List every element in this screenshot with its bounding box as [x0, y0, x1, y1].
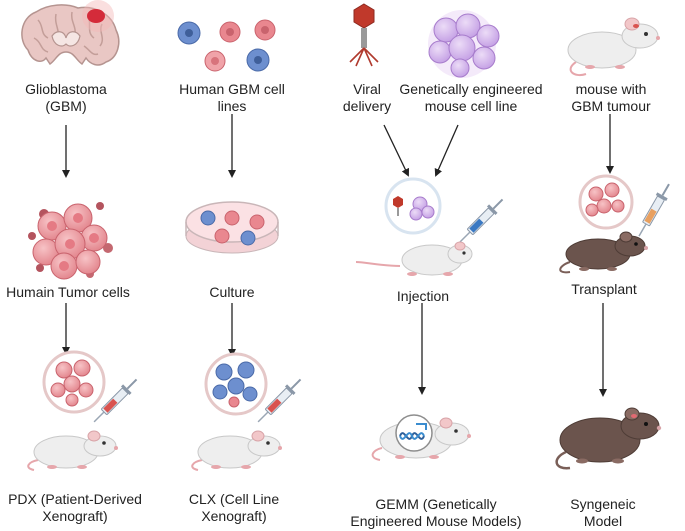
tumor-cells-icon	[28, 202, 113, 280]
syringe-icon	[459, 198, 504, 243]
arrow-engineered-to-injection	[434, 124, 459, 177]
source-label-mouse-tumour: mouse with GBM tumour	[556, 81, 666, 115]
white-mouse-icon	[355, 241, 473, 276]
middle-label-transplant: Transplant	[571, 281, 637, 297]
result-label-pdx: PDX (Patient-Derived Xenograft)	[0, 491, 150, 525]
source-label-cell-lines: Human GBM cell lines	[170, 81, 294, 115]
result-line: CLX (Cell Line	[188, 491, 280, 507]
petri-dish-icon	[185, 201, 279, 254]
virus-icon	[349, 3, 379, 67]
result-label-gemm: GEMM (Genetically Engineered Mouse Model…	[346, 496, 526, 530]
source-label-gbm: Glioblastoma (GBM)	[6, 81, 126, 115]
result-line: GEMM (Genetically	[375, 496, 497, 512]
middle-label-injection: Injection	[396, 288, 450, 304]
source-line: (GBM)	[45, 98, 87, 114]
white-mouse-icon	[567, 17, 660, 76]
middle-label-culture: Culture	[209, 284, 255, 300]
dna-icon	[395, 414, 433, 452]
result-line: Syngeneic	[570, 496, 636, 512]
result-line: Engineered Mouse Models)	[350, 513, 522, 529]
source-line: mouse with	[575, 81, 647, 97]
source-line: lines	[217, 98, 247, 114]
result-line: Xenograft)	[201, 508, 267, 524]
engineered-cells-icon	[428, 10, 500, 78]
white-mouse-icon	[27, 430, 118, 471]
source-line: delivery	[342, 98, 392, 114]
arrow-viral-to-injection	[383, 124, 410, 177]
cell-lines-icon	[177, 19, 276, 72]
source-line: mouse cell line	[424, 98, 518, 114]
result-line: Xenograft)	[42, 508, 108, 524]
middle-label-tumor-cells: Humain Tumor cells	[6, 284, 130, 300]
syringe-icon	[257, 378, 302, 423]
brown-mouse-icon	[559, 231, 648, 274]
pdx-injection-bubble	[42, 350, 106, 414]
arrows	[62, 114, 614, 397]
clx-injection-bubble	[204, 352, 268, 416]
source-label-viral: Viral delivery	[336, 81, 398, 115]
result-label-syngeneic: Syngeneic Model	[556, 496, 650, 530]
source-label-engineered: Genetically engineered mouse cell line	[392, 81, 550, 115]
source-line: Genetically engineered	[399, 81, 543, 97]
white-mouse-icon	[191, 430, 282, 471]
source-line: GBM tumour	[571, 98, 651, 114]
brain-icon	[21, 0, 120, 66]
syringe-icon	[93, 378, 138, 423]
brown-mouse-icon	[555, 407, 662, 470]
injection-bubble	[384, 177, 442, 235]
result-line: PDX (Patient-Derived	[8, 491, 142, 507]
syringe-icon	[638, 183, 670, 237]
transplant-bubble	[578, 174, 634, 230]
source-line: Viral	[353, 81, 381, 97]
result-line: Model	[583, 513, 623, 529]
source-line: Glioblastoma	[25, 81, 107, 97]
source-line: Human GBM cell	[179, 81, 285, 97]
result-label-clx: CLX (Cell Line Xenograft)	[176, 491, 292, 525]
